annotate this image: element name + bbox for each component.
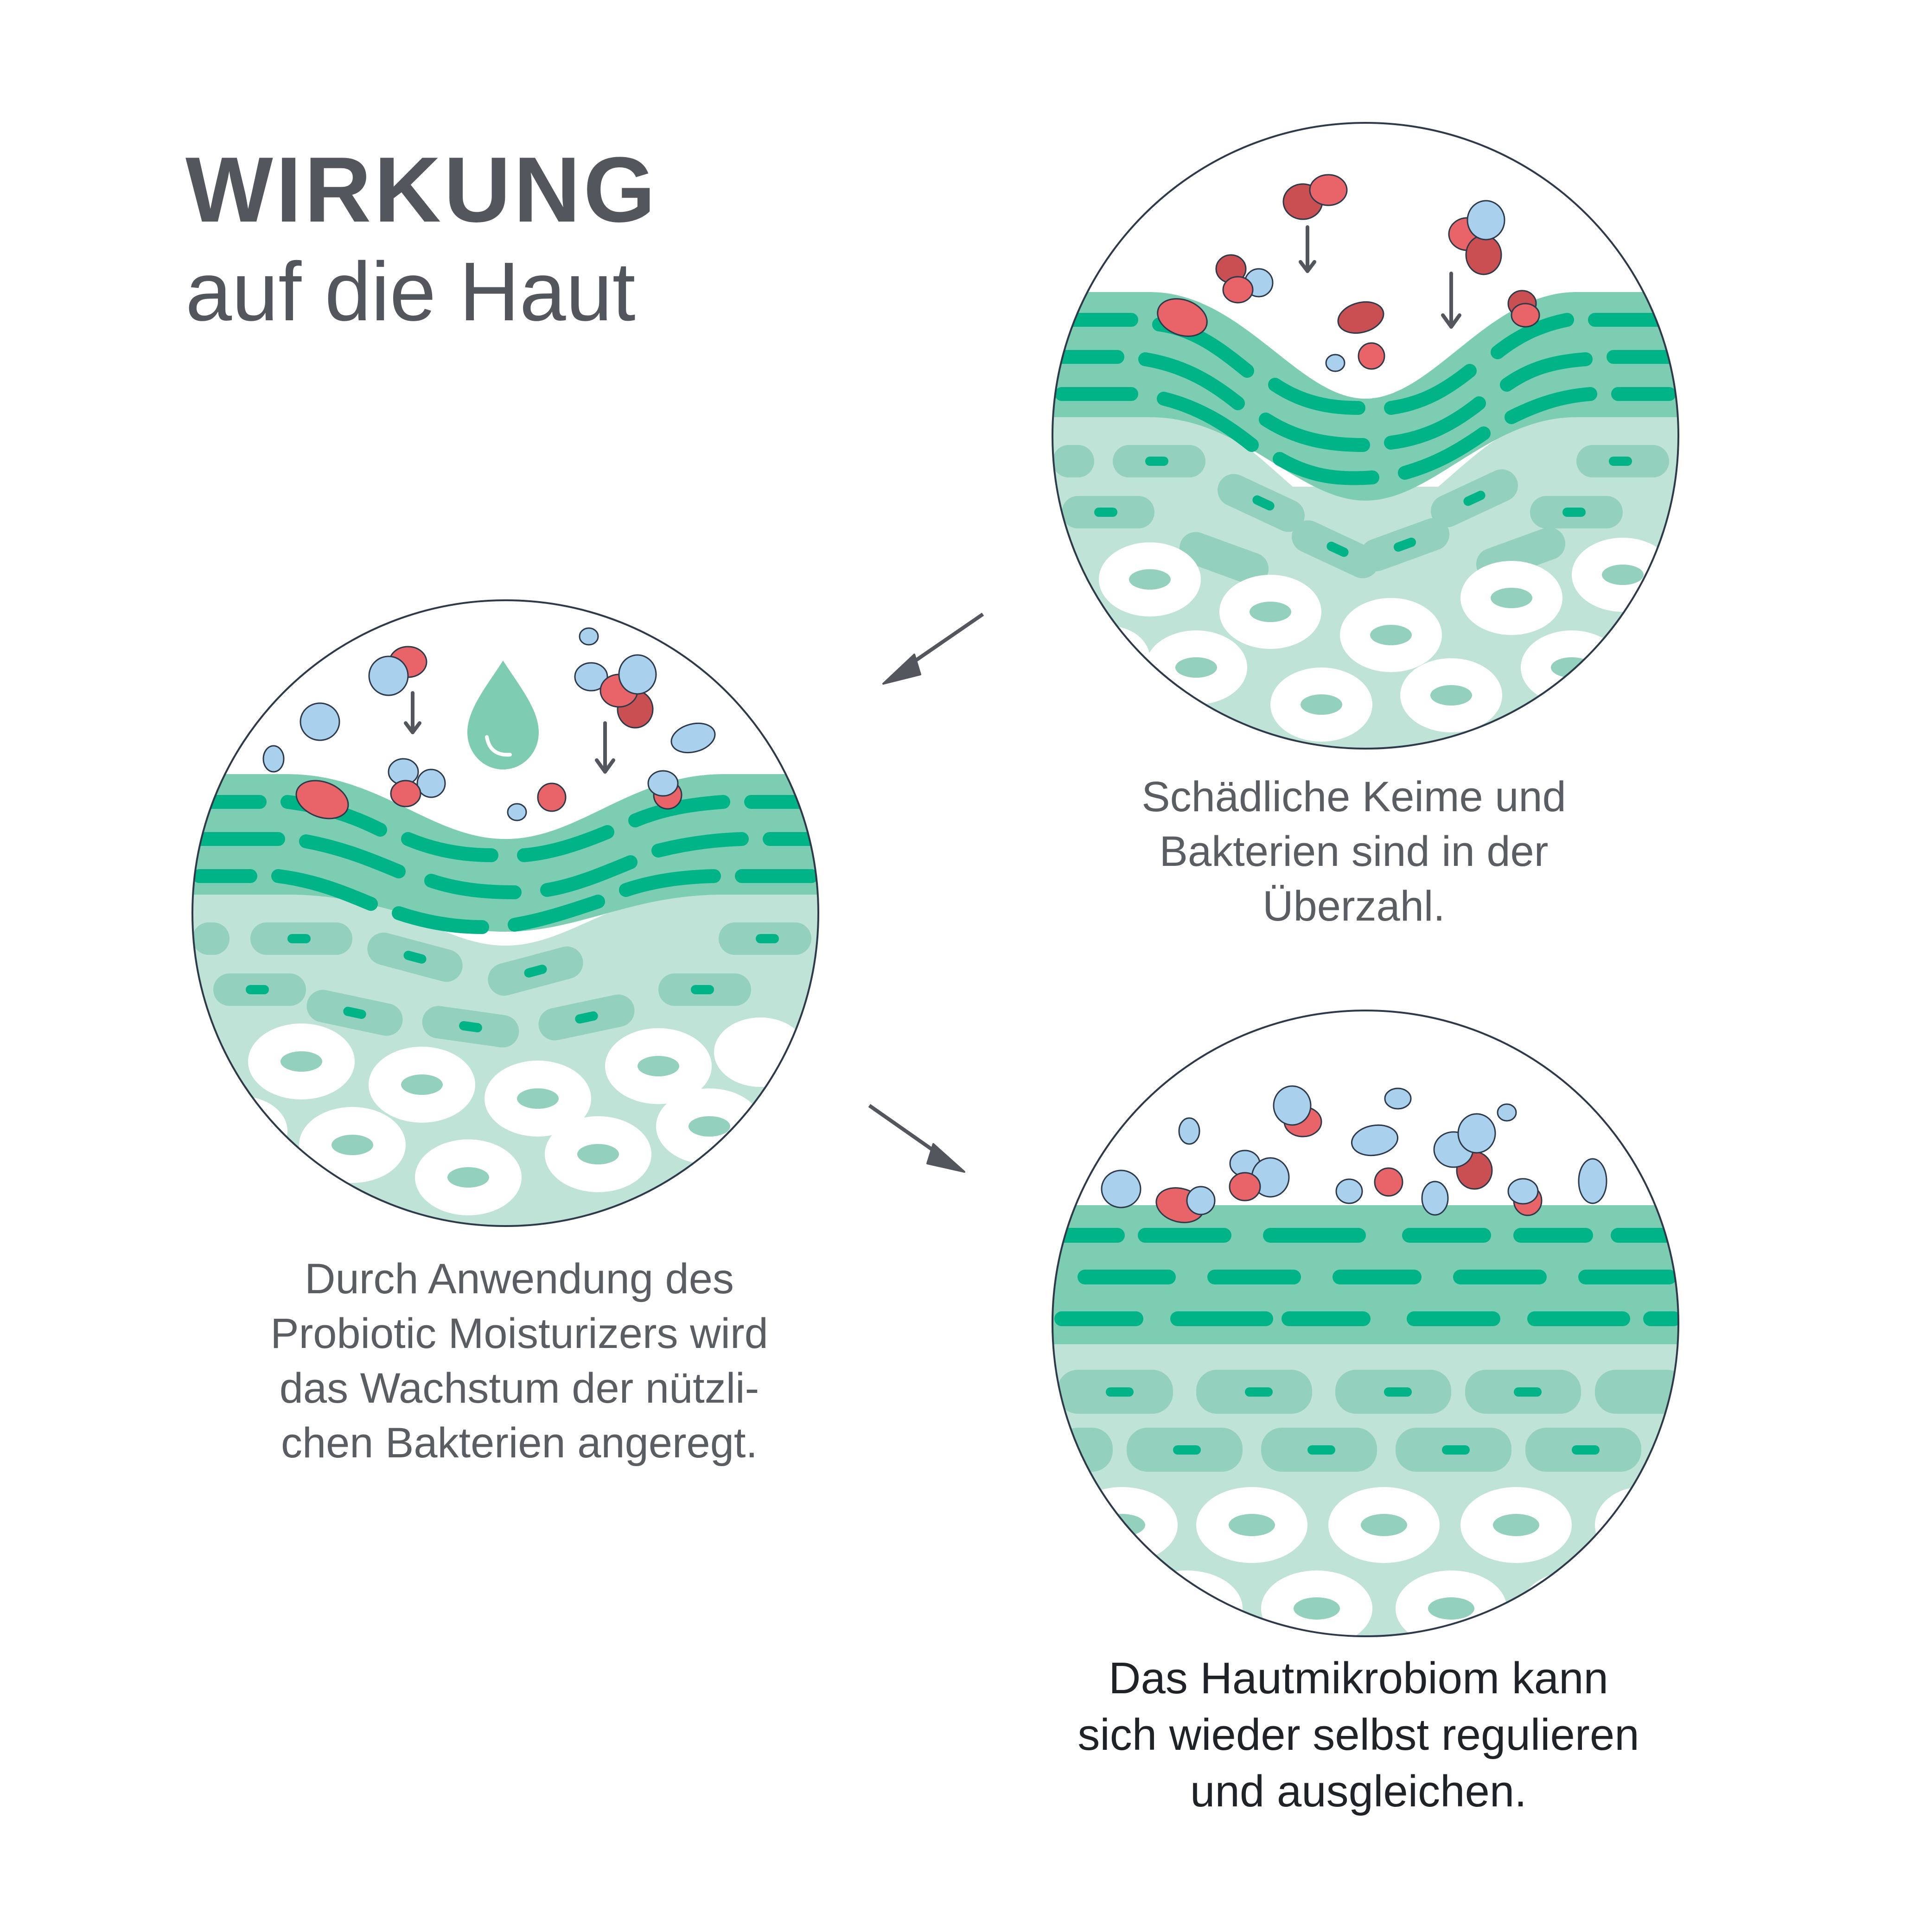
caption-balanced: Das Hautmikrobiom kann sich wieder selbs…: [964, 1650, 1753, 1820]
caption-harmful: Schädliche Keime und Bakterien sind in d…: [1011, 769, 1697, 934]
caption-line: sich wieder selbst regulieren: [1078, 1710, 1639, 1760]
droplet-icon: [467, 661, 539, 769]
skin-illustration-harmful: [1052, 122, 1679, 750]
skin-illustration-moisturizer: [191, 599, 819, 1227]
arrow-diagonal-icon: [868, 1104, 965, 1173]
skin-illustration-balanced: [1052, 1010, 1679, 1637]
caption-line: chen Bakterien angeregt.: [281, 1419, 758, 1467]
arrow-diagonal-icon: [882, 612, 984, 685]
caption-line: Das Hautmikrobiom kann: [1109, 1653, 1608, 1703]
caption-line: Bakterien sind in der: [1159, 828, 1549, 875]
title-sub: auf die Haut: [185, 245, 636, 338]
caption-line: Probiotic Moisturizers wird: [270, 1310, 768, 1357]
caption-line: das Wachstum der nützli-: [279, 1365, 759, 1412]
arrow-down-icon: [404, 691, 615, 774]
caption-line: Überzahl.: [1262, 883, 1445, 930]
arrow-down-icon: [1299, 225, 1461, 329]
caption-line: und ausgleichen.: [1190, 1767, 1527, 1816]
caption-line: Durch Anwendung des: [305, 1255, 734, 1303]
title-main: WIRKUNG: [185, 138, 658, 242]
caption-moisturizer: Durch Anwendung des Probiotic Moisturize…: [176, 1252, 862, 1470]
caption-line: Schädliche Keime und: [1141, 773, 1566, 820]
